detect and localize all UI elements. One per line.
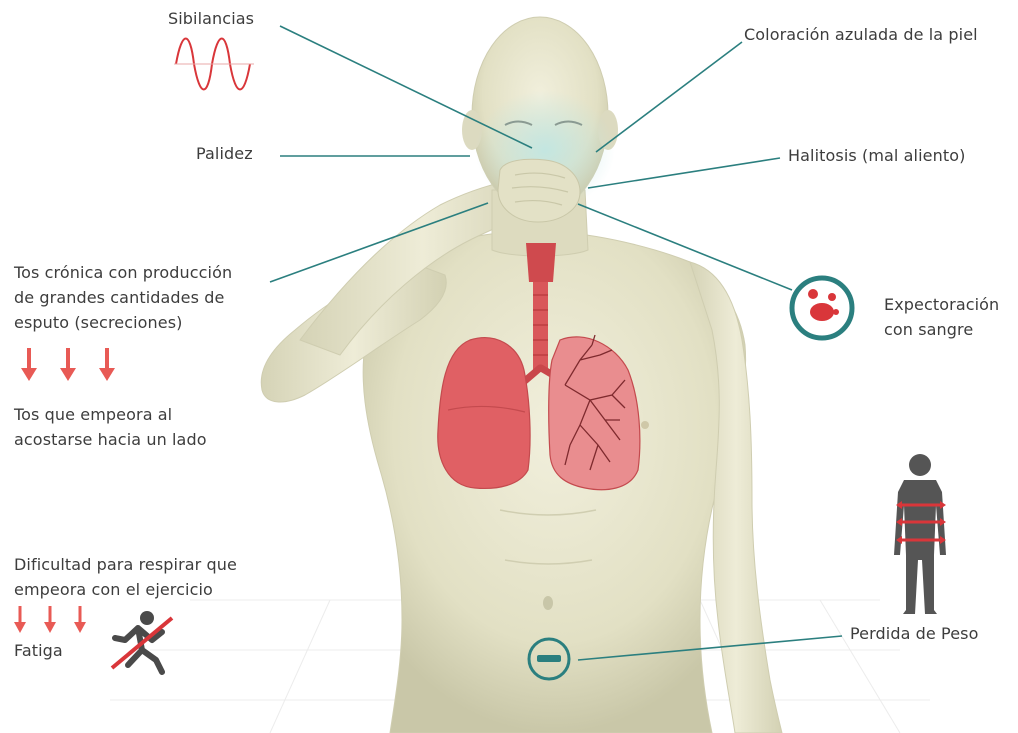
larynx — [526, 243, 556, 282]
label-halitosis: Halitosis (mal aliento) — [788, 143, 965, 168]
label-cough-lying-line-2: acostarse hacia un lado — [14, 427, 207, 452]
down-arrow-icon — [99, 348, 115, 381]
no-running-icon — [112, 611, 172, 672]
label-chronic-cough-line-2: de grandes cantidades de — [14, 285, 232, 310]
label-wheezing: Sibilancias — [168, 6, 254, 31]
label-chronic-cough-line-1: Tos crónica con producción — [14, 260, 232, 285]
blood-drops-icon — [792, 278, 852, 338]
label-dyspnea: Dificultad para respirar que empeora con… — [14, 552, 237, 602]
leader-cyanosis — [596, 42, 742, 152]
label-chronic-cough: Tos crónica con producción de grandes ca… — [14, 260, 232, 335]
label-dyspnea-line-1: Dificultad para respirar que — [14, 552, 237, 577]
down-arrow-icons-group-2 — [14, 606, 86, 633]
label-pallor: Palidez — [196, 141, 253, 166]
down-arrow-icon — [60, 348, 76, 381]
down-arrow-icons-group-1 — [21, 348, 115, 381]
label-chronic-cough-line-3: esputo (secreciones) — [14, 310, 232, 335]
person-silhouette-icon — [894, 454, 946, 614]
down-arrow-icon — [21, 348, 37, 381]
label-fatigue: Fatiga — [14, 638, 63, 663]
down-arrow-icon — [74, 606, 86, 633]
fist — [498, 159, 580, 222]
leader-halitosis — [588, 158, 780, 188]
label-blood-sputum-line-1: Expectoración — [884, 292, 999, 317]
down-arrow-icon — [44, 606, 56, 633]
label-cough-lying-line-1: Tos que empeora al — [14, 402, 207, 427]
label-cyanosis: Coloración azulada de la piel — [744, 22, 978, 47]
label-blood-sputum: Expectoración con sangre — [884, 292, 999, 342]
sine-wave-icon — [174, 39, 254, 90]
left-lung — [438, 338, 530, 489]
label-cough-lying: Tos que empeora al acostarse hacia un la… — [14, 402, 207, 452]
down-arrow-icon — [14, 606, 26, 633]
label-blood-sputum-line-2: con sangre — [884, 317, 999, 342]
label-weight-loss: Perdida de Peso — [850, 621, 979, 646]
label-dyspnea-line-2: empeora con el ejercicio — [14, 577, 237, 602]
